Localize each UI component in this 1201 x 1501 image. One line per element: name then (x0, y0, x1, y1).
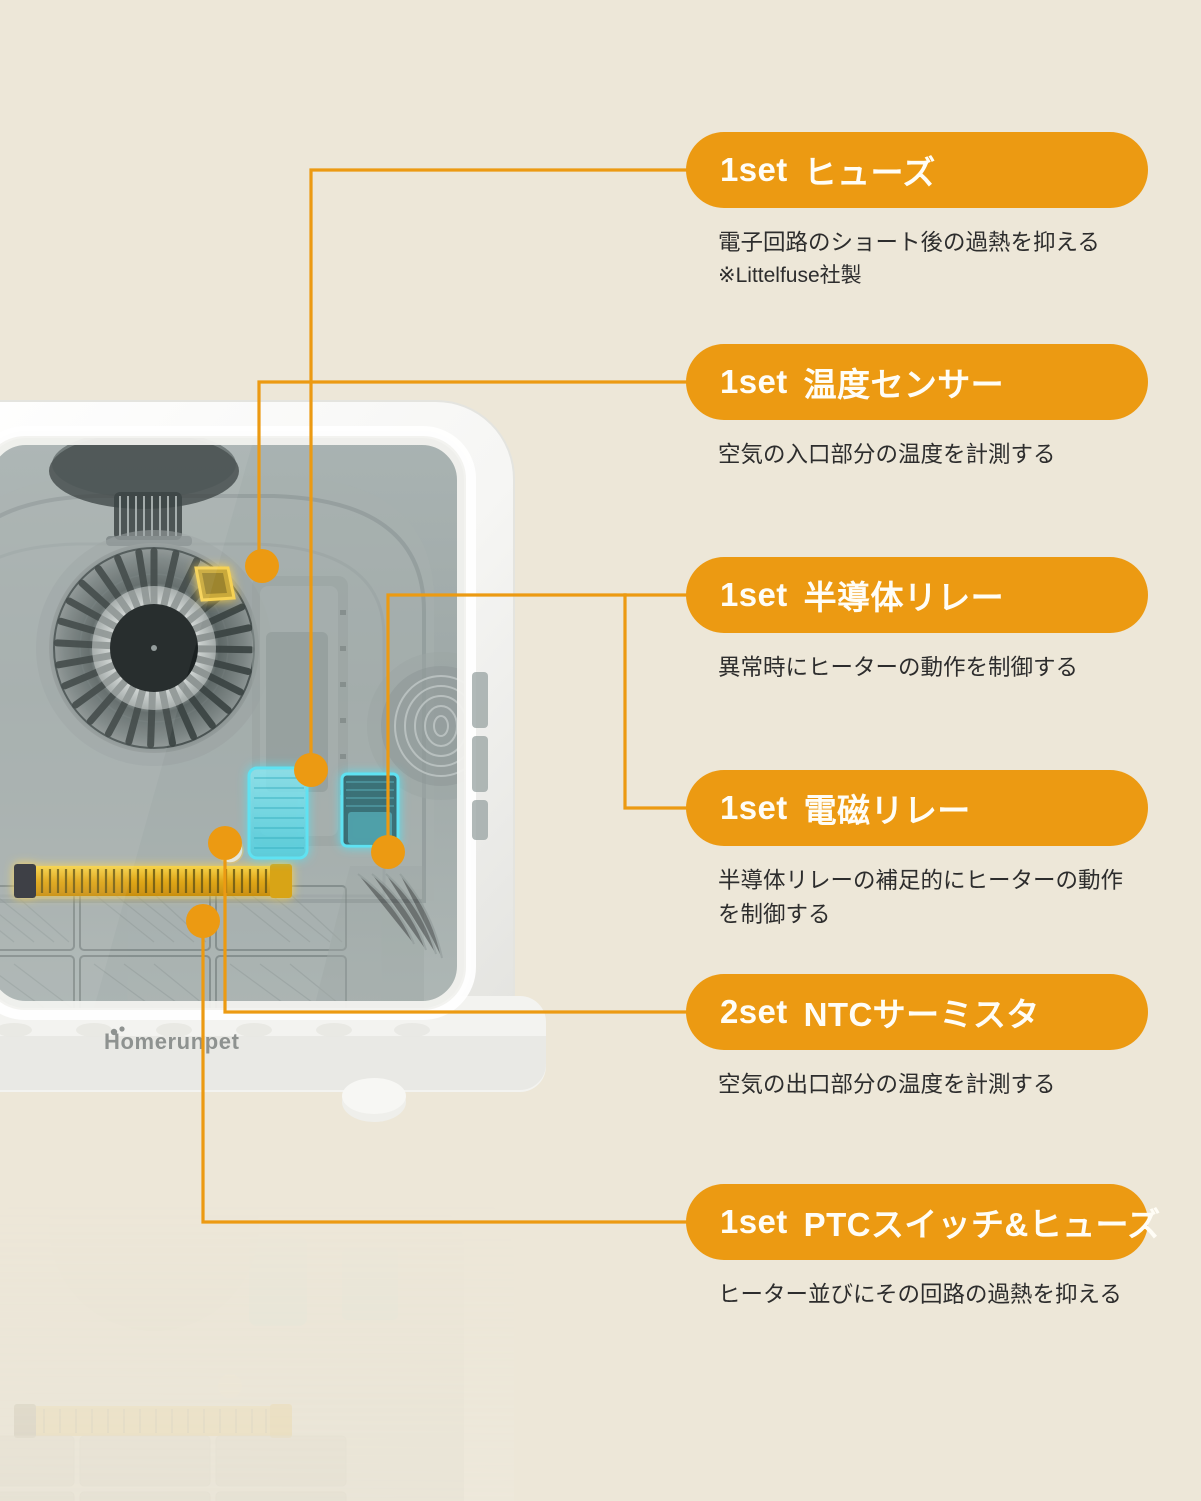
callout-qty: 1set (720, 576, 788, 613)
callout-desc-line1: 異常時にヒーターの動作を制御する (718, 655, 1079, 680)
callout-name: NTCサーミスタ (803, 996, 1040, 1033)
fan-badge-icon: ✾ (216, 836, 244, 864)
fuse-component-highlight (194, 566, 236, 602)
callout-ntc-thermistor: 2set NTCサーミスタ 空気の出口部分の温度を計測する (686, 974, 1148, 1102)
product-interior: ✾ (0, 438, 464, 1008)
svg-text:✾: ✾ (224, 843, 236, 859)
solid-state-relay-highlight (247, 766, 309, 860)
callout-name: PTCスイッチ&ヒューズ (803, 1206, 1161, 1243)
callout-description: 異常時にヒーターの動作を制御する (686, 651, 1148, 685)
product-reflection: Homerunpet (0, 1166, 514, 1501)
callout-name: 半導体リレー (803, 579, 1005, 616)
callout-pill-ntc-thermistor[interactable]: 2set NTCサーミスタ (686, 974, 1148, 1050)
brand-logo: Homerunpet (104, 1026, 240, 1054)
callout-pill-electromagnetic-relay[interactable]: 1set 電磁リレー (686, 770, 1148, 846)
callout-name: ヒューズ (803, 154, 936, 191)
callout-qty: 1set (720, 363, 788, 400)
callout-name: 電磁リレー (803, 792, 971, 829)
callout-desc-line1: 空気の出口部分の温度を計測する (718, 1072, 1056, 1097)
svg-text:Homerunpet: Homerunpet (104, 1029, 240, 1054)
callout-qty: 1set (720, 789, 788, 826)
callout-ptc-switch-fuse: 1set PTCスイッチ&ヒューズ ヒーター並びにその回路の過熱を抑える (686, 1184, 1160, 1312)
callout-desc-line1: 電子回路のショート後の過熱を抑える (718, 230, 1100, 255)
callout-fuse: 1set ヒューズ 電子回路のショート後の過熱を抑える ※Littelfuse社… (686, 132, 1148, 292)
callout-desc-line2: を制御する (718, 902, 831, 928)
electromagnetic-relay-highlight (340, 772, 400, 848)
callout-temperature-sensor: 1set 温度センサー 空気の入口部分の温度を計測する (686, 344, 1148, 472)
callout-description: 空気の出口部分の温度を計測する (686, 1068, 1148, 1102)
callout-description: 電子回路のショート後の過熱を抑える ※Littelfuse社製 (686, 226, 1148, 292)
callout-desc-line1: ヒーター並びにその回路の過熱を抑える (718, 1282, 1122, 1307)
callout-desc-line2: ※Littelfuse社製 (718, 264, 862, 288)
callout-qty: 1set (720, 151, 788, 188)
callout-qty: 2set (720, 993, 788, 1030)
callout-pill-ptc-switch-fuse[interactable]: 1set PTCスイッチ&ヒューズ (686, 1184, 1160, 1260)
callout-name: 温度センサー (803, 366, 1005, 403)
callout-qty: 1set (720, 1203, 788, 1240)
callout-pill-fuse[interactable]: 1set ヒューズ (686, 132, 1148, 208)
callout-description: 空気の入口部分の温度を計測する (686, 438, 1148, 472)
callout-solid-state-relay: 1set 半導体リレー 異常時にヒーターの動作を制御する (686, 557, 1148, 685)
product-illustration: ✾ (0, 400, 546, 1122)
callout-description: ヒーター並びにその回路の過熱を抑える (686, 1278, 1148, 1312)
callout-pill-solid-state-relay[interactable]: 1set 半導体リレー (686, 557, 1148, 633)
callout-desc-line1: 空気の入口部分の温度を計測する (718, 442, 1056, 467)
callout-description: 半導体リレーの補足的にヒーターの動作 を制御する (686, 864, 1148, 932)
callout-pill-temperature-sensor[interactable]: 1set 温度センサー (686, 344, 1148, 420)
callout-electromagnetic-relay: 1set 電磁リレー 半導体リレーの補足的にヒーターの動作 を制御する (686, 770, 1148, 932)
top-vent (49, 438, 239, 546)
callout-desc-line1: 半導体リレーの補足的にヒーターの動作 (718, 868, 1124, 893)
side-vent-slots (472, 672, 488, 840)
